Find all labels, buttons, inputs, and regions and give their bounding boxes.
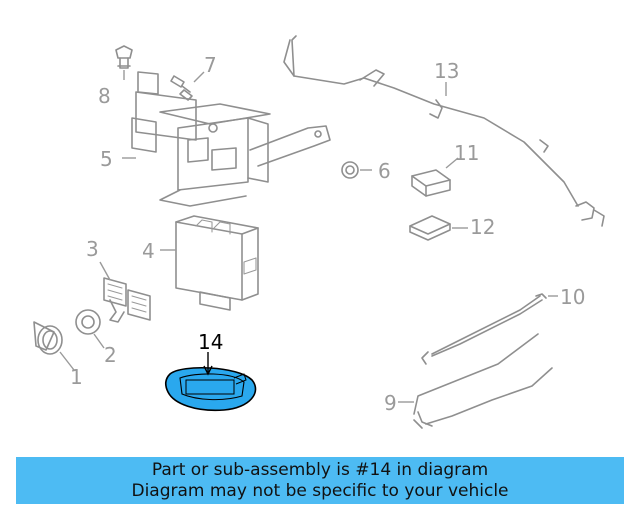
info-banner: Part or sub-assembly is #14 in diagram D… — [16, 457, 624, 504]
leader-11 — [445, 157, 459, 169]
callout-1: 1 — [70, 365, 83, 389]
leader-1 — [59, 351, 75, 371]
callout-11: 11 — [454, 141, 479, 165]
part-2-ring — [75, 309, 101, 335]
callout-9: 9 — [384, 391, 397, 415]
part-10-wire — [421, 293, 547, 365]
leader-2 — [93, 333, 105, 349]
part-11-sensor — [411, 169, 451, 197]
part-7-bolt — [170, 75, 193, 101]
leader-3 — [99, 261, 111, 281]
callout-5: 5 — [100, 147, 113, 171]
parts-diagram: 8 7 5 4 — [33, 35, 605, 429]
banner-line-2: Diagram may not be specific to your vehi… — [131, 480, 509, 501]
callout-3: 3 — [86, 237, 99, 261]
part-4-module — [175, 215, 259, 311]
part-1-sensor — [33, 321, 63, 355]
banner-line-1: Part or sub-assembly is #14 in diagram — [151, 459, 489, 480]
callout-7: 7 — [204, 53, 217, 77]
callout-12: 12 — [470, 215, 495, 239]
leader-7 — [193, 71, 205, 83]
part-5-bracket — [131, 71, 331, 207]
callout-10: 10 — [560, 285, 585, 309]
leader-14-arrow — [203, 365, 213, 376]
part-13-harness — [283, 35, 605, 227]
callout-6: 6 — [378, 159, 391, 183]
callout-8: 8 — [98, 84, 111, 108]
callout-4: 4 — [142, 239, 155, 263]
part-14-cover — [165, 366, 257, 412]
part-8-clip — [115, 45, 133, 69]
part-3-sensor-bracket — [103, 277, 151, 323]
part-9-wire — [413, 333, 553, 429]
part-12-module — [409, 215, 451, 241]
callout-2: 2 — [104, 343, 117, 367]
part-6-grommet — [341, 161, 359, 179]
callout-14: 14 — [198, 330, 223, 354]
callout-13: 13 — [434, 59, 459, 83]
